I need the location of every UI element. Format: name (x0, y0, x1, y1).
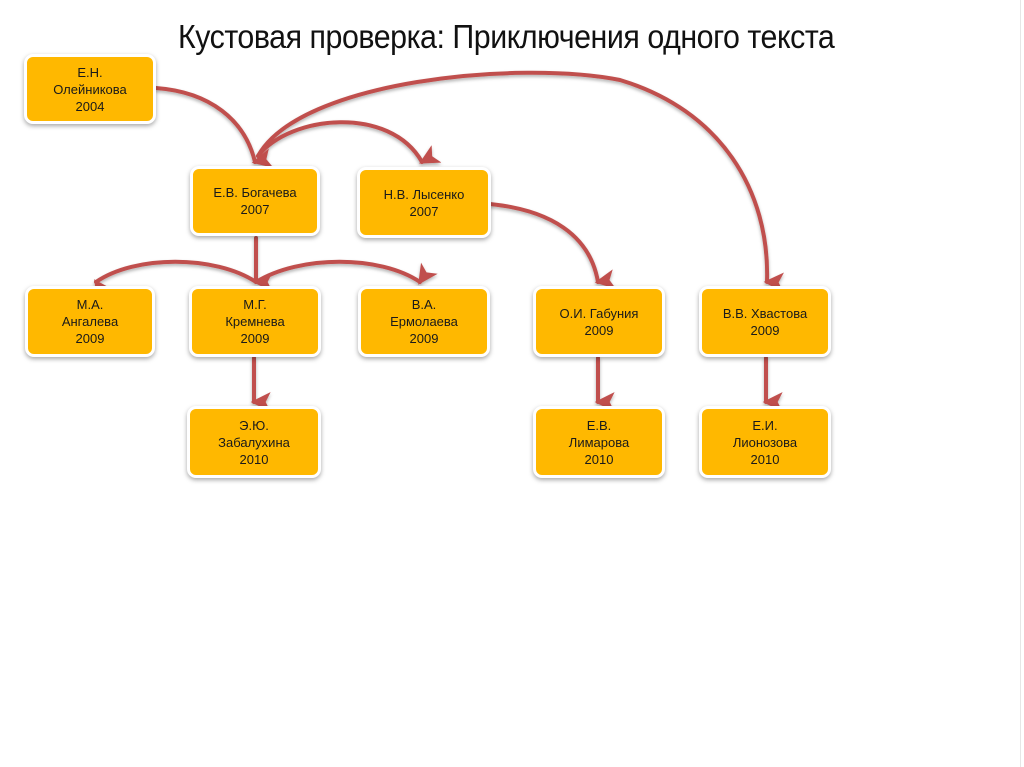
node-line: 2007 (240, 202, 270, 217)
node-line: Е.В. Богачева (213, 185, 297, 200)
node-line: В.А. (411, 297, 437, 312)
node-line: Лионозова (732, 434, 798, 450)
node-line: М.А. (76, 297, 104, 312)
node-line: Н.В. Лысенко (383, 186, 465, 202)
node-kremneva: М.Г. Кремнева 2009 (189, 286, 321, 357)
node-line: 2004 (75, 98, 105, 114)
arrow-bogacheva-angaleva (94, 259, 258, 302)
arrow-lysenko-gabuniya (488, 202, 617, 290)
node-line: 2010 (239, 451, 269, 467)
node-line: Е.Н. (77, 64, 103, 80)
node-ermolaeva: В.А. Ермолаева 2009 (358, 286, 490, 357)
node-line: Ангалева (61, 314, 119, 329)
node-line: 2009 (409, 331, 439, 346)
slide-title: Кустовая проверка: Приключения одного те… (178, 18, 835, 55)
node-line: В.В. Хвастова (722, 305, 808, 321)
node-line: 2007 (409, 203, 439, 219)
node-angaleva: М.А. Ангалева 2009 (25, 286, 155, 357)
node-gabuniya: О.И. Габуния 2009 (533, 286, 665, 357)
node-line: М.Г. (243, 297, 267, 312)
node-lysenko: Н.В. Лысенко 2007 (357, 167, 491, 238)
node-oleinikova: Е.Н. Олейникова 2004 (24, 54, 156, 124)
node-line: 2009 (750, 322, 780, 338)
node-line: 2010 (584, 451, 614, 467)
node-line: Э.Ю. (239, 417, 269, 433)
node-line: О.И. Габуния (559, 305, 639, 321)
arrow-oleinikova-bogacheva (154, 86, 274, 168)
arrow-bogacheva-khvastova (256, 70, 784, 293)
node-line: Олейникова (53, 81, 127, 97)
node-line: Е.И. (752, 417, 778, 433)
node-line: 2009 (584, 322, 614, 338)
node-line: Ермолаева (390, 314, 458, 329)
node-line: Кремнева (225, 314, 285, 329)
node-line: Забалухина (218, 434, 290, 450)
node-line: Е.В. (586, 417, 612, 433)
node-khvastova: В.В. Хвастова 2009 (699, 286, 831, 357)
arrow-bogacheva-lysenko (256, 120, 442, 164)
node-limarova: Е.В. Лимарова 2010 (533, 406, 665, 478)
node-lionozova: Е.И. Лионозова 2010 (699, 406, 831, 478)
arrow-bogacheva-ermolaeva (254, 259, 438, 285)
node-bogacheva: Е.В. Богачева 2007 (190, 166, 320, 236)
node-line: 2009 (75, 331, 105, 346)
node-line: 2009 (240, 331, 270, 346)
node-line: 2010 (750, 451, 780, 467)
node-line: Лимарова (568, 434, 630, 450)
node-zabaluhina: Э.Ю. Забалухина 2010 (187, 406, 321, 478)
